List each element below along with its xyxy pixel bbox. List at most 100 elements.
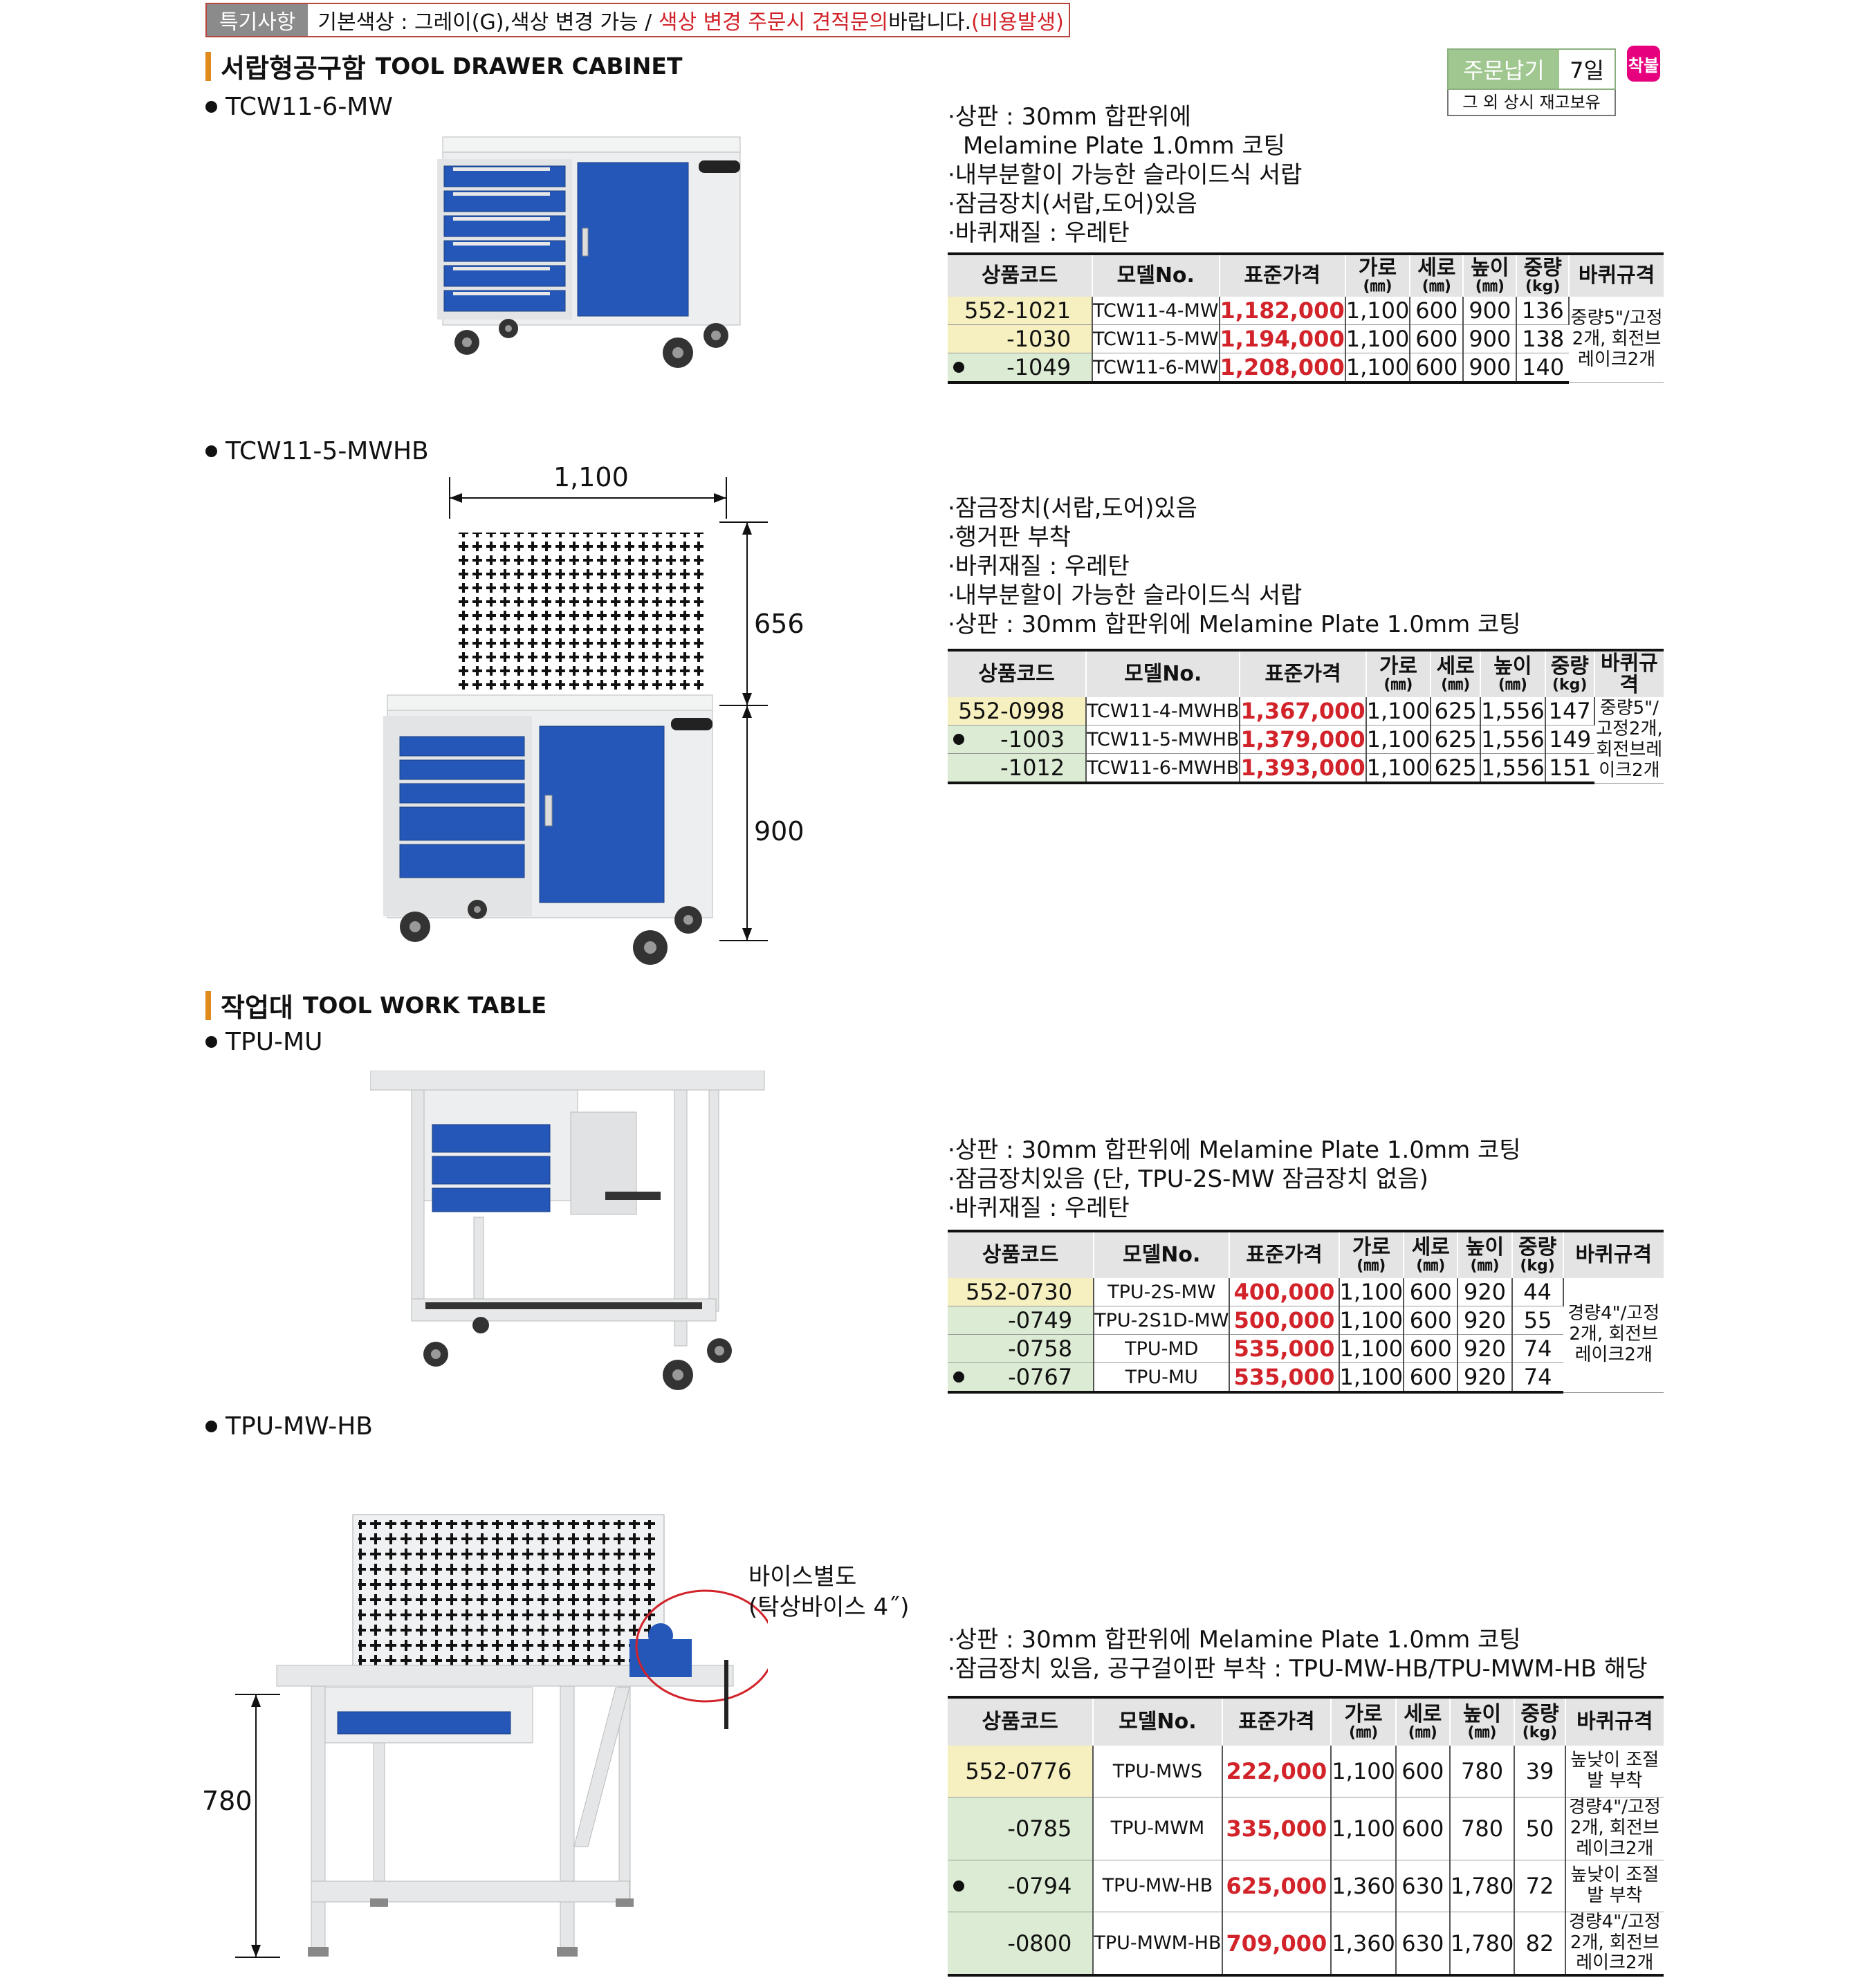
price: 1,367,000 (1240, 697, 1367, 725)
height-mm: 780 (1449, 1746, 1516, 1797)
bullet-dot (205, 1036, 217, 1048)
header-kg: 중량(kg) (1514, 1696, 1566, 1746)
model-no: TPU-2S1D-MW (1094, 1306, 1231, 1335)
bullet-line: ·상판 : 30mm 합판위에 Melamine Plate 1.0mm 코팅 (948, 611, 1521, 638)
spec-bullets: ·상판 : 30mm 합판위에 Melamine Plate 1.0mm 코팅 … (948, 102, 1302, 248)
price: 625,000 (1222, 1860, 1332, 1912)
height-mm: 780 (1449, 1797, 1516, 1860)
header-w-label: 가로 (1352, 1235, 1390, 1259)
work-table-hanger-image (276, 1514, 768, 1957)
notice-text-red: 색상 변경 주문시 견적문의 (658, 10, 889, 35)
header-d: 세로(㎜) (1431, 649, 1482, 697)
model-label: TPU-MW-HB (205, 1412, 373, 1441)
width-mm: 1,100 (1345, 353, 1411, 384)
width-mm: 1,100 (1345, 297, 1411, 325)
header-d-label: 세로 (1417, 255, 1456, 280)
header-h-label: 높이 (1493, 654, 1532, 678)
weight-kg: 74 (1511, 1334, 1563, 1363)
height-mm: 1,556 (1480, 697, 1546, 725)
notice-text: 기본색상 : 그레이(G),색상 변경 가능 / 색상 변경 주문시 견적문의바… (308, 5, 1063, 35)
weight-kg: 140 (1516, 353, 1570, 384)
header-w: 가로(㎜) (1339, 1230, 1405, 1278)
section-title-cabinet: 서랍형공구함 TOOL DRAWER CABINET (205, 47, 682, 85)
vise-note-line1: 바이스별도 (748, 1563, 857, 1591)
drawer-cabinet-hanger-image (383, 533, 713, 965)
width-mm: 1,100 (1345, 324, 1411, 353)
bullet-line: ·내부분할이 가능한 슬라이드식 서랍 (948, 161, 1303, 189)
bullet-line: ·바퀴재질 : 우레탄 (948, 553, 1130, 580)
delivery-value: 7일 (1559, 50, 1615, 89)
product-code: -0794 (948, 1860, 1094, 1912)
header-wheel: 바퀴규격 (1569, 252, 1664, 297)
header-kg-unit: (kg) (1552, 676, 1588, 694)
notice-text-a: 기본색상 : 그레이(G),색상 변경 가능 / (318, 10, 659, 35)
section-title-ko: 서랍형공구함 (221, 53, 366, 84)
header-model: 모델No. (1086, 649, 1241, 697)
height-mm: 900 (1463, 297, 1518, 325)
wheel-spec: 경량4"/고정2개, 회전브레이크2개 (1565, 1912, 1664, 1977)
depth-mm: 600 (1404, 1278, 1459, 1306)
drawer-cabinet-image (437, 136, 741, 368)
model-label: TPU-MU (205, 1028, 322, 1056)
header-code: 상품코드 (948, 1696, 1094, 1746)
wheel-spec: 경량4"/고정2개, 회전브레이크2개 (1563, 1278, 1664, 1393)
bullet-line: Melamine Plate 1.0mm 코팅 (963, 132, 1285, 160)
price: 400,000 (1229, 1278, 1340, 1306)
section-title-worktable: 작업대 TOOL WORK TABLE (205, 986, 546, 1024)
header-h: 높이(㎜) (1449, 1696, 1516, 1746)
header-h: 높이(㎜) (1463, 252, 1518, 297)
header-price: 표준가격 (1229, 1230, 1340, 1278)
header-kg: 중량(kg) (1511, 1230, 1564, 1278)
header-price: 표준가격 (1240, 649, 1367, 697)
model-no: TCW11-6-MWHB (1086, 753, 1241, 784)
model-no: TPU-2S-MW (1094, 1278, 1231, 1306)
model-no: TCW11-4-MWHB (1086, 697, 1241, 725)
width-mm: 1,100 (1339, 1362, 1405, 1394)
price: 335,000 (1222, 1797, 1332, 1860)
price: 500,000 (1229, 1306, 1340, 1335)
depth-mm: 600 (1410, 353, 1464, 384)
model-no: TCW11-4-MW (1092, 297, 1220, 325)
header-d-label: 세로 (1404, 1701, 1442, 1726)
product-code: 552-0730 (948, 1278, 1095, 1306)
spec-bullets: ·잠금장치(서랍,도어)있음 ·행거판 부착 ·바퀴재질 : 우레탄 ·내부분할… (948, 494, 1521, 639)
weight-kg: 82 (1514, 1912, 1566, 1977)
weight-kg: 50 (1514, 1797, 1566, 1860)
header-model: 모델No. (1093, 1696, 1223, 1746)
header-h: 높이(㎜) (1457, 1230, 1513, 1278)
bullet-line: ·바퀴재질 : 우레탄 (948, 1194, 1130, 1222)
header-kg-label: 중량 (1550, 654, 1589, 678)
weight-kg: 147 (1545, 697, 1595, 725)
header-h-label: 높이 (1471, 255, 1509, 280)
header-w-unit: (㎜) (1363, 278, 1392, 296)
header-h-unit: (㎜) (1498, 676, 1527, 694)
wheel-spec: 중량5"/고정2개, 회전브레이크2개 (1594, 697, 1664, 784)
depth-mm: 600 (1395, 1797, 1451, 1860)
bullet-dot (205, 445, 217, 457)
header-kg-label: 중량 (1520, 1701, 1559, 1726)
dim-table-height: 780 (202, 1786, 252, 1816)
header-w-unit: (㎜) (1349, 1724, 1379, 1742)
header-price: 표준가격 (1222, 1696, 1332, 1746)
product-code: -0785 (948, 1797, 1094, 1860)
bullet-dot (205, 1421, 217, 1432)
header-kg-unit: (kg) (1520, 1257, 1555, 1275)
product-code: 552-0776 (948, 1746, 1094, 1797)
header-h-label: 높이 (1465, 1235, 1505, 1259)
wheel-spec: 중량5"/고정2개, 회전브레이크2개 (1569, 297, 1664, 383)
header-kg-unit: (kg) (1525, 278, 1561, 296)
width-mm: 1,100 (1365, 725, 1432, 754)
model-no: TPU-MWS (1093, 1746, 1223, 1797)
section-title-en: TOOL WORK TABLE (302, 992, 547, 1019)
model-label-text: TCW11-6-MW (226, 93, 393, 121)
